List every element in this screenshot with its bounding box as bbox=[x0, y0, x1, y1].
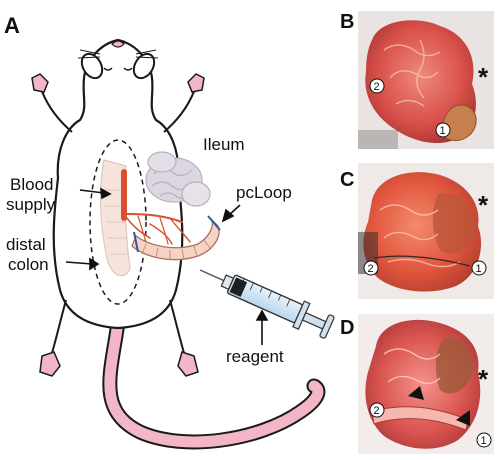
photo-c-vessel bbox=[373, 255, 471, 267]
marker-b-star: * bbox=[478, 62, 489, 92]
mouse-nose bbox=[111, 40, 125, 48]
marker-c-1 bbox=[471, 260, 487, 276]
pcloop-rings bbox=[141, 239, 211, 260]
marker-b-1-label: 1 bbox=[440, 125, 446, 137]
marker-d-1-label: 1 bbox=[481, 435, 487, 447]
mouse-whiskers bbox=[77, 49, 159, 59]
mouse-paw-hind-left-pink bbox=[39, 351, 61, 377]
blood-vessels bbox=[121, 169, 191, 245]
mouse-paw-front-right-pink bbox=[187, 73, 205, 93]
marker-b-2 bbox=[369, 78, 385, 94]
label-blood-supply-line1: Blood bbox=[10, 175, 53, 194]
marker-d-2-label: 2 bbox=[374, 405, 380, 417]
marker-d-1 bbox=[476, 432, 492, 448]
mouse-paw-front-left bbox=[39, 85, 73, 133]
label-reagent: reagent bbox=[226, 347, 284, 366]
photo-d-segment bbox=[371, 406, 469, 431]
marker-c-2-label: 2 bbox=[368, 263, 374, 275]
marker-c-2 bbox=[363, 260, 379, 276]
label-blood-supply-line2: supply bbox=[6, 195, 56, 214]
panel-b: B 2 1 * bbox=[340, 11, 494, 149]
marker-c-star: * bbox=[478, 190, 489, 220]
panel-c-letter: C bbox=[340, 169, 354, 191]
pcloop-segment bbox=[131, 217, 220, 261]
arrowhead-d-lower bbox=[456, 410, 470, 426]
annotation-arrows bbox=[65, 187, 269, 345]
syringe bbox=[199, 269, 335, 339]
photo-c-dark-loop bbox=[432, 193, 475, 254]
marker-b-2-label: 2 bbox=[374, 81, 380, 93]
distal-colon-rings bbox=[104, 189, 128, 255]
photo-c-folds bbox=[379, 204, 461, 268]
photo-d-folds bbox=[383, 348, 441, 385]
photo-b-folds bbox=[383, 39, 441, 107]
label-ileum: Ileum bbox=[203, 135, 245, 154]
dashed-region bbox=[89, 139, 147, 305]
mouse-paw-hind-left bbox=[49, 299, 67, 361]
label-pcloop: pcLoop bbox=[236, 183, 292, 202]
suture-left bbox=[133, 231, 139, 253]
panel-a: A bbox=[4, 13, 335, 450]
marker-c-1-label: 1 bbox=[476, 263, 482, 275]
marker-d-2 bbox=[369, 402, 385, 418]
mouse-paw-front-left-pink bbox=[31, 73, 49, 93]
mouse-eye-left bbox=[103, 67, 113, 71]
panel-c: C 2 1 * bbox=[340, 163, 494, 299]
mouse-tail-fill bbox=[104, 316, 324, 448]
mouse-ear-left bbox=[80, 52, 104, 80]
mouse-paw-front-right bbox=[163, 85, 197, 133]
suture-right bbox=[207, 215, 221, 231]
mouse-eye-right bbox=[123, 67, 133, 71]
panel-a-letter: A bbox=[4, 13, 20, 38]
mouse-paw-hind-right-pink bbox=[177, 351, 199, 377]
panel-d: D 2 1 * bbox=[340, 314, 494, 454]
panel-d-letter: D bbox=[340, 317, 354, 339]
ileum-coils bbox=[145, 151, 211, 207]
marker-b-1 bbox=[435, 122, 451, 138]
label-distal-colon-line1: distal bbox=[6, 235, 46, 254]
mouse-ear-right bbox=[132, 52, 156, 80]
panel-b-letter: B bbox=[340, 11, 354, 33]
marker-d-star: * bbox=[478, 364, 489, 394]
photo-d-brown-loop bbox=[435, 337, 474, 394]
photo-b-shadow bbox=[358, 130, 398, 149]
mouse-paw-hind-right bbox=[169, 299, 187, 361]
label-distal-colon-line2: colon bbox=[8, 255, 49, 274]
arrowhead-d-upper bbox=[408, 386, 424, 400]
